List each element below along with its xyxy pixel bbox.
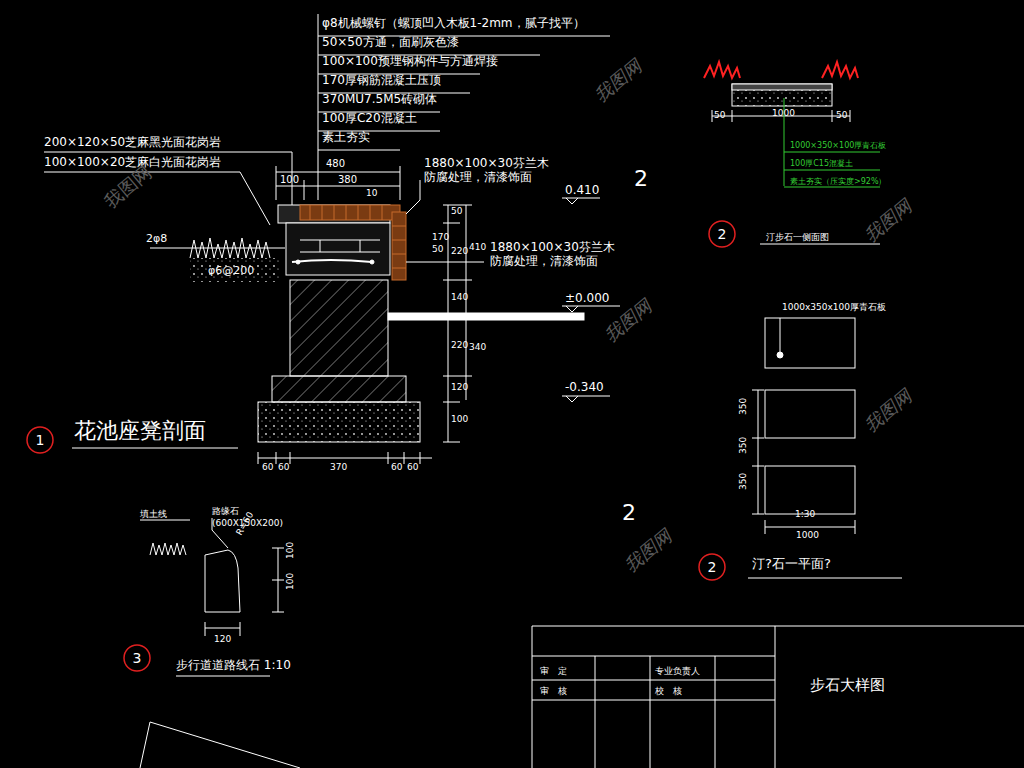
annotation-text: 审 定 [540, 666, 567, 677]
annotation-text: 2 [622, 500, 636, 526]
annotation-text: 480 [326, 158, 345, 170]
annotation-text: 素土夯实 [322, 130, 370, 144]
annotation-text: φ8机械螺钉（螺顶凹入木板1-2mm，腻子找平） [322, 16, 585, 30]
annotation-text: 340 [469, 342, 486, 353]
watermark: 我图网 [620, 525, 675, 576]
annotation-text: 350 [738, 437, 749, 454]
annotation-text: 2 [634, 166, 648, 192]
annotation-text: 审 核 [540, 686, 567, 697]
annotation-text: 步石大样图 [810, 676, 885, 694]
annotation-text: 370MU7.5M5砖砌体 [322, 92, 437, 106]
annotation-text: 1000x350x100厚青石板 [782, 302, 886, 313]
annotation-text: 220 [451, 340, 468, 351]
annotation-text: 50 [714, 110, 725, 121]
annotation-text: 380 [338, 174, 357, 186]
callout-number: 2 [708, 559, 717, 575]
step-stone-side [704, 62, 880, 244]
annotation-text: 1000×350×100厚青石板 [790, 141, 886, 151]
annotation-text: 60 [278, 462, 289, 473]
annotation-text: 花池座凳剖面 [74, 418, 206, 444]
callout-number: 1 [36, 432, 45, 448]
annotation-text: ±0.000 [565, 291, 609, 305]
annotation-text: 1000 [796, 530, 819, 541]
annotation-text: 410 [469, 242, 486, 253]
annotation-text: 100 [285, 542, 296, 559]
annotation-text: 1880×100×30芬兰木 防腐处理，清漆饰面 [490, 240, 630, 269]
annotation-text: 350 [738, 473, 749, 490]
watermark: 我图网 [860, 195, 915, 246]
annotation-text: 100厚C15混凝土 [790, 159, 853, 169]
annotation-text: 100 [451, 414, 468, 425]
annotation-text: -0.340 [565, 380, 604, 394]
callout-number: 3 [133, 650, 142, 666]
annotation-text: 170 [432, 232, 449, 243]
annotation-text: 140 [451, 292, 468, 303]
annotation-text: 1:30 [795, 509, 815, 520]
annotation-text: 素土夯实（压实度>92%） [790, 177, 886, 187]
annotation-text: 170厚钢筋混凝土压顶 [322, 73, 441, 87]
annotation-text: 步行道道路线石 1:10 [176, 658, 291, 672]
annotation-text: 100×100预埋钢构件与方通焊接 [322, 54, 498, 68]
annotation-text: 350 [738, 398, 749, 415]
annotation-text: 120 [214, 634, 231, 645]
annotation-text: 50 [432, 244, 443, 255]
annotation-text: 路缘石 [212, 506, 239, 517]
title-block [532, 626, 1024, 768]
step-stone-plan [748, 318, 902, 578]
callout-circle: 1 [26, 426, 54, 454]
annotation-text: 50×50方通，面刷灰色漆 [322, 35, 459, 49]
annotation-text: 60 [262, 462, 273, 473]
annotation-text: 填土线 [140, 509, 167, 520]
annotation-text: 220 [451, 246, 468, 257]
annotation-text: 200×120×50芝麻黑光面花岗岩 [44, 135, 221, 149]
annotation-text: 60 [407, 462, 418, 473]
callout-circle: 3 [123, 644, 151, 672]
annotation-text: 120 [451, 382, 468, 393]
annotation-text: φ6@200 [208, 264, 254, 277]
annotation-text: 10 [366, 188, 377, 199]
annotation-text: 60 [391, 462, 402, 473]
annotation-text: 1000 [772, 108, 795, 119]
annotation-text: 100厚C20混凝土 [322, 111, 417, 125]
annotation-text: 370 [330, 462, 347, 473]
annotation-text: 汀步石一侧面图 [766, 232, 829, 243]
annotation-text: 专业负责人 [655, 666, 700, 677]
callout-circle: 2 [698, 553, 726, 581]
sheet-corner [140, 722, 300, 768]
annotation-text: 100 [280, 174, 299, 186]
annotation-text: 100 [285, 573, 296, 590]
watermark: 我图网 [590, 55, 645, 106]
annotation-text: 2φ8 [146, 232, 167, 245]
annotation-text: 50 [836, 110, 847, 121]
annotation-text: 0.410 [565, 183, 599, 197]
annotation-text: 汀?石一平面? [752, 556, 831, 572]
annotation-text: 校 核 [655, 686, 682, 697]
annotation-text: 1880×100×30芬兰木 防腐处理，清漆饰面 [424, 156, 564, 185]
section-view [44, 14, 620, 464]
watermark: 我图网 [860, 385, 915, 436]
curb-stone [140, 518, 284, 676]
annotation-text: 50 [451, 206, 462, 217]
callout-number: 2 [718, 226, 727, 242]
callout-circle: 2 [708, 220, 736, 248]
